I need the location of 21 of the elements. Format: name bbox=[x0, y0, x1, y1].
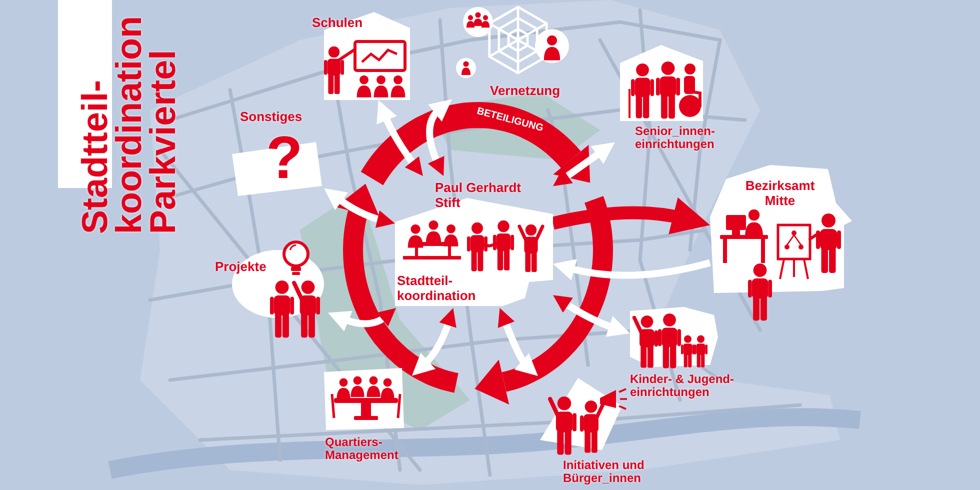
place-label: Kinder- & Jugend- einrichtungen bbox=[630, 373, 735, 400]
curved-arrow bbox=[376, 100, 423, 176]
place-label: Bezirksamt Mitte bbox=[744, 179, 816, 208]
place-name: Paul Gerhardt Stift bbox=[435, 181, 522, 210]
place-label: Initiativen und Bürger_innen bbox=[563, 459, 646, 486]
curved-arrow bbox=[552, 258, 711, 280]
place-label: Quartiers- Management bbox=[325, 436, 400, 463]
place-label: Sonstiges bbox=[240, 110, 302, 124]
place-label: Schulen bbox=[312, 16, 363, 30]
curved-arrow bbox=[498, 308, 538, 377]
place-label: Vernetzung bbox=[490, 84, 560, 98]
curved-arrow bbox=[324, 188, 395, 228]
place-label: Stadtteil- koordination bbox=[397, 274, 477, 304]
curved-arrow bbox=[412, 308, 456, 376]
place-label: Projekte bbox=[215, 260, 266, 274]
curved-arrow bbox=[552, 295, 630, 337]
curved-arrow bbox=[552, 198, 710, 235]
curved-arrow bbox=[328, 308, 396, 332]
question-mark: ? bbox=[266, 128, 303, 188]
title: Stadtteil- koordination Parkviertel bbox=[78, 0, 180, 234]
place-label: Senior_innen- einrichtungen bbox=[635, 125, 716, 152]
